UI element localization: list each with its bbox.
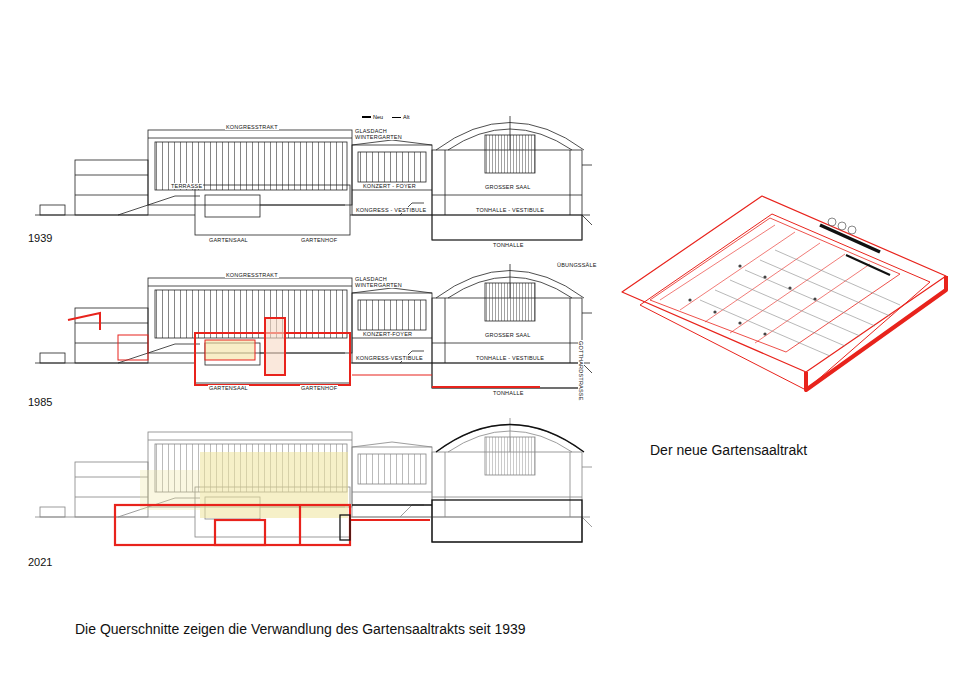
room-label: ÜBUNGSSÄLE: [556, 262, 598, 268]
street-label: GOTTHARDSTRASSE: [578, 340, 584, 402]
legend-line: [362, 116, 371, 118]
room-label: KONGRESS-VESTIBULE: [355, 355, 424, 361]
room-label: GARTENHOF: [300, 385, 338, 391]
room-label: KONZERT - FOYER: [362, 183, 417, 189]
room-label: GROSSER SAAL: [484, 332, 532, 338]
room-label: KONGRESSTRAKT: [225, 124, 279, 130]
room-label: TONHALLE - VESTIBULE: [475, 355, 545, 361]
room-label: TONHALLE - VESTIBULE: [475, 207, 545, 213]
year-label: 2021: [28, 556, 52, 568]
caption: Die Querschnitte zeigen die Verwandlung …: [75, 622, 526, 637]
room-label: KONGRESS - VESTIBULE: [355, 207, 427, 213]
legend-item: Neu: [362, 114, 383, 120]
legend-line: [392, 117, 401, 118]
year-label: 1985: [28, 396, 52, 408]
axonometric-title: Der neue Gartensaaltrakt: [650, 443, 807, 458]
legend-text: Alt: [403, 114, 409, 120]
legend-item: Alt: [392, 114, 409, 120]
room-label: KONGRESSTRAKT: [225, 272, 279, 278]
room-label: GROSSER SAAL: [484, 184, 532, 190]
room-label: TONHALLE: [492, 390, 525, 396]
room-label: GLASDACH WINTERGARTEN: [354, 276, 406, 288]
room-label: GARTENHOF: [300, 237, 338, 243]
room-label: GLASDACH WINTERGARTEN: [354, 128, 406, 140]
legend-text: Neu: [373, 114, 383, 120]
room-label: KONZERT-FOYER: [362, 331, 413, 337]
year-label: 1939: [28, 232, 52, 244]
room-label: TONHALLE: [492, 242, 525, 248]
room-label: GARTENSAAL: [208, 385, 249, 391]
room-label: TERRASSE: [170, 183, 203, 189]
room-label: GARTENSAAL: [208, 237, 249, 243]
